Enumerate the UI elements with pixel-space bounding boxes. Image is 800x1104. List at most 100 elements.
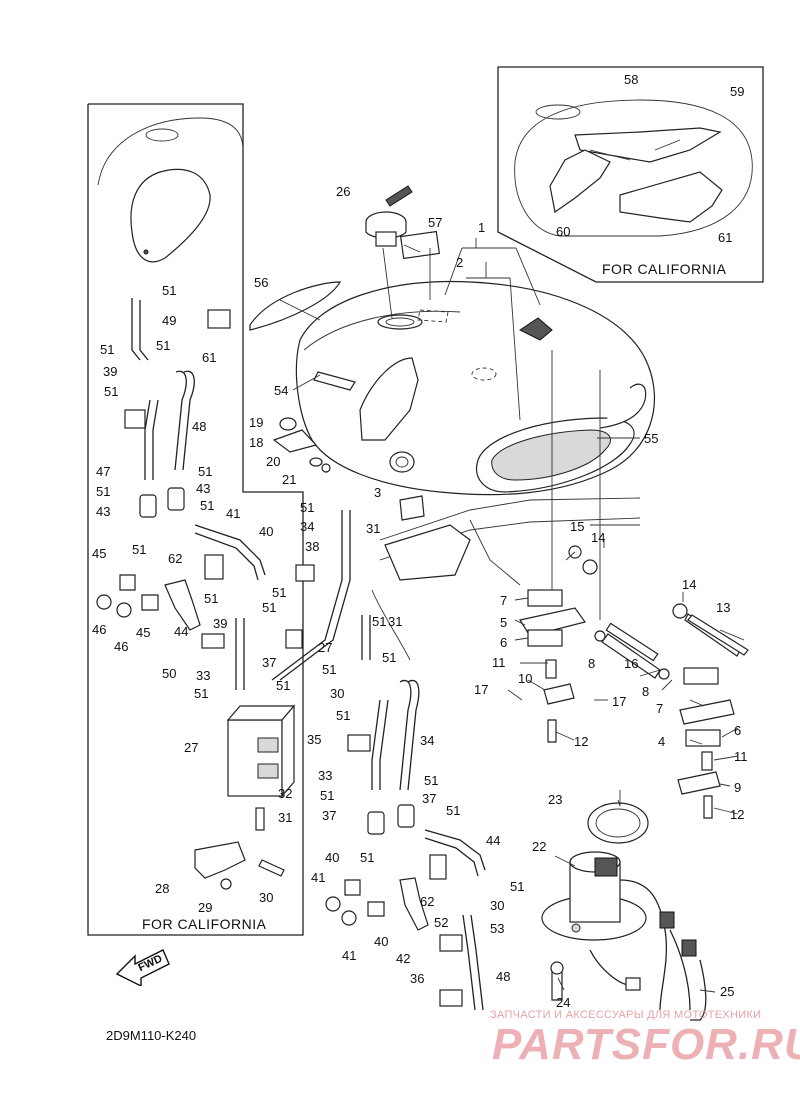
diagram-code: 2D9M110-K240: [106, 1028, 197, 1043]
leader-lines: [279, 238, 745, 993]
callout-43: 43: [196, 481, 210, 496]
callout-25: 25: [720, 984, 734, 999]
callout-36: 36: [410, 971, 424, 986]
callout-11: 11: [492, 655, 506, 670]
callout-10: 10: [518, 671, 532, 686]
callout-31c: 31: [388, 614, 402, 629]
california-label-right: FOR CALIFORNIA: [602, 261, 727, 277]
callout-19: 19: [249, 415, 263, 430]
callout-51h: 51: [132, 542, 146, 557]
callout-7b: 7: [656, 701, 663, 716]
hoses: [131, 298, 486, 1011]
callout-39b: 39: [213, 616, 227, 631]
callout-12b: 12: [730, 807, 744, 822]
watermark-tagline: ЗАПЧАСТИ И АКСЕССУАРЫ ДЛЯ МОТОТЕХНИКИ: [490, 1009, 762, 1021]
callout-26: 26: [336, 184, 350, 199]
callout-51p: 51: [322, 662, 336, 677]
callout-13: 13: [716, 600, 730, 615]
callout-20: 20: [266, 454, 280, 469]
callout-34b: 34: [420, 733, 434, 748]
callout-59: 61: [718, 230, 732, 245]
callout-46b: 46: [114, 639, 128, 654]
callout-51v: 51: [360, 850, 374, 865]
callout-48: 48: [192, 419, 206, 434]
callout-51c: 51: [156, 338, 170, 353]
callout-12: 12: [574, 734, 588, 749]
callout-31: 31: [366, 521, 380, 536]
callout-52: 54: [274, 383, 288, 398]
callout-24: 24: [556, 995, 570, 1010]
callout-18: 18: [249, 435, 263, 450]
california-label-left: FOR CALIFORNIA: [142, 916, 267, 932]
callout-40: 40: [259, 524, 273, 539]
callout-48b: 48: [496, 969, 510, 984]
callout-51u: 51: [446, 803, 460, 818]
callout-53: 55: [644, 431, 658, 446]
bracket-plate: [194, 841, 246, 879]
callout-8b: 8: [642, 684, 649, 699]
callout-51k: 51: [262, 600, 276, 615]
callout-51s: 51: [320, 788, 334, 803]
callout-47: 47: [96, 464, 110, 479]
callout-6: 6: [500, 635, 507, 650]
callout-51e: 51: [198, 464, 212, 479]
callout-41: 41: [226, 506, 240, 521]
callout-38: 38: [305, 539, 319, 554]
callout-14: 14: [682, 577, 696, 592]
callout-51t: 51: [424, 773, 438, 788]
callout-57: 59: [730, 84, 744, 99]
callout-6b: 6: [734, 723, 741, 738]
callout-46: 46: [92, 622, 106, 637]
callout-54: 56: [254, 275, 268, 290]
callout-51q: 51: [382, 650, 396, 665]
callout-8: 8: [588, 656, 595, 671]
callout-2: 2: [456, 255, 463, 270]
callout-15: 15: [570, 519, 584, 534]
fuel-cap: [365, 185, 413, 247]
watermark-logo: PARTSFOR.RU: [492, 1020, 800, 1069]
fuel-tank: [295, 280, 656, 496]
valves: [124, 309, 463, 1007]
callout-7: 7: [500, 593, 507, 608]
callout-29: 29: [198, 900, 212, 915]
callout-27b: 27: [318, 640, 332, 655]
callout-56: 58: [624, 72, 638, 87]
callout-51i: 51: [204, 591, 218, 606]
callout-51b: 51: [100, 342, 114, 357]
callout-51r: 51: [336, 708, 350, 723]
callout-33b: 33: [318, 768, 332, 783]
knee-pad: [249, 281, 342, 331]
callout-61b: 62: [420, 894, 434, 909]
callout-30: 30: [259, 890, 273, 905]
callout-41c: 41: [342, 948, 356, 963]
callout-37: 37: [262, 655, 276, 670]
callout-27: 27: [184, 740, 198, 755]
callout-45: 45: [92, 546, 106, 561]
callout-50: 50: [162, 666, 176, 681]
callout-51x: 52: [434, 915, 448, 930]
callout-1: 1: [478, 220, 485, 235]
callout-51g: 51: [200, 498, 214, 513]
callout-39: 39: [103, 364, 117, 379]
callout-44b: 44: [486, 833, 500, 848]
callout-16: 16: [624, 656, 638, 671]
callout-42: 42: [396, 951, 410, 966]
callout-51n: 51: [300, 500, 314, 515]
callout-30c: 30: [490, 898, 504, 913]
callout-17: 17: [474, 682, 488, 697]
callout-51j: 51: [272, 585, 286, 600]
callout-37b: 37: [322, 808, 336, 823]
california-tank-inset: [514, 99, 753, 237]
callout-11b: 11: [734, 749, 748, 764]
callout-43b: 43: [96, 504, 110, 519]
gasket: [587, 802, 649, 844]
callout-21: 21: [282, 472, 296, 487]
callout-5: 5: [500, 615, 507, 630]
callout-4: 4: [658, 734, 665, 749]
callout-60: 61: [202, 350, 216, 365]
callout-51f: 51: [96, 484, 110, 499]
callout-51d: 51: [104, 384, 118, 399]
callout-32: 32: [278, 786, 292, 801]
callout-17b: 17: [612, 694, 626, 709]
